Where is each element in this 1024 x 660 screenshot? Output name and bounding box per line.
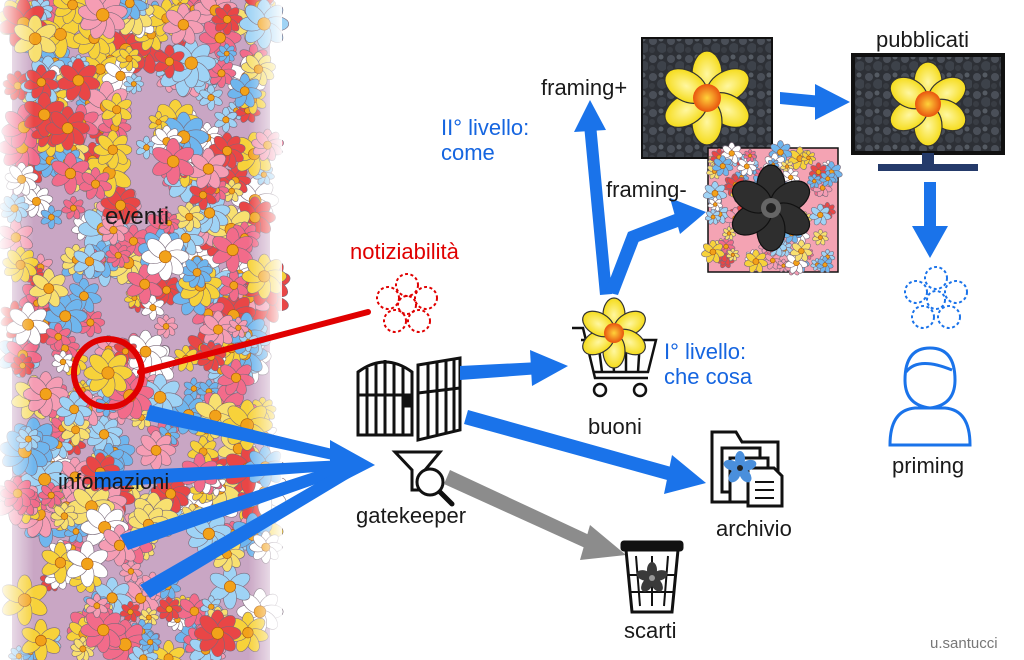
to-priming-arrow: [912, 182, 948, 258]
author-credit: u.santucci: [930, 635, 998, 652]
flower-field-fade: [0, 0, 282, 660]
monitor-icon: [851, 53, 1005, 171]
framing-minus-image: [701, 140, 843, 276]
information-inflow-arrows: [95, 405, 375, 598]
label-framing-minus: framing-: [606, 177, 687, 202]
to-archivio-arrow: [464, 410, 706, 494]
newsworthiness-link-line: [137, 309, 371, 375]
framing-plus-image: [641, 37, 773, 159]
label-archivio: archivio: [716, 516, 792, 541]
label-scarti: scarti: [624, 618, 677, 643]
archive-flower-icon: [723, 451, 757, 483]
label-gatekeeper: gatekeeper: [356, 503, 467, 528]
label-pubblicati: pubblicati: [876, 27, 969, 52]
newsworthiness-flower-icon: [376, 273, 438, 333]
label-eventi: eventi: [105, 203, 170, 230]
label-infomazioni: infomazioni: [58, 469, 170, 494]
label-framing-plus: framing+: [541, 75, 628, 100]
label-secondo-livello-1: II° livello:: [441, 115, 530, 140]
label-priming: priming: [892, 453, 965, 478]
to-buoni-arrow: [460, 350, 568, 386]
priming-flower-icon: [904, 266, 968, 329]
label-notiziabilita: notiziabilità: [350, 239, 459, 264]
magnifier-funnel-icon: [391, 450, 455, 507]
selected-event-circle: [71, 336, 145, 410]
label-secondo-livello-2: come: [441, 140, 495, 165]
gatekeeper-gate-icon: [356, 356, 462, 442]
framing-arrows: [574, 100, 706, 295]
person-icon: [888, 346, 972, 447]
to-pubblicati-arrow: [780, 84, 850, 120]
label-primo-livello-1: I° livello:: [664, 339, 747, 364]
label-primo-livello-2: che cosa: [664, 364, 753, 389]
to-scarti-arrow: [444, 470, 626, 560]
discarded-flower-icon: [636, 562, 668, 592]
label-buoni: buoni: [588, 414, 642, 439]
cart-flower-icon: [582, 297, 646, 369]
